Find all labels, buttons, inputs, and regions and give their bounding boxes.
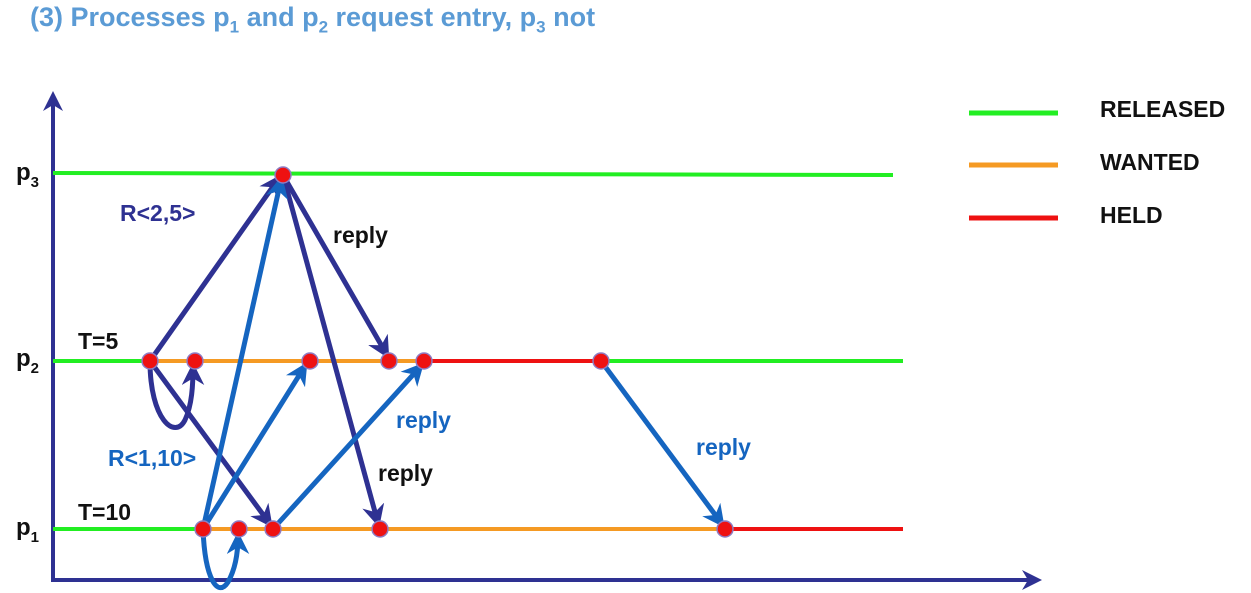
event-dot-p2-enter bbox=[415, 352, 433, 370]
request-label-r110: R<1,10> bbox=[108, 445, 196, 471]
event-dot-p2-self bbox=[186, 352, 204, 370]
reply-label-p3-to-p2: reply bbox=[333, 222, 388, 248]
event-dot-p2-exit bbox=[592, 352, 610, 370]
event-dot-p3-receive bbox=[274, 166, 292, 184]
event-dot-p1-enter bbox=[716, 520, 734, 538]
event-dot-p1-self bbox=[230, 520, 248, 538]
legend-held-label: HELD bbox=[1100, 202, 1163, 228]
legend-released-label: RELEASED bbox=[1100, 96, 1225, 122]
p3-released-segment bbox=[52, 171, 894, 177]
reply-p3-to-p1-arrow bbox=[280, 174, 385, 528]
event-dot-p2-receive-p1 bbox=[301, 352, 319, 370]
event-dot-p2-reply-p3 bbox=[380, 352, 398, 370]
request-label-r25: R<2,5> bbox=[120, 200, 195, 226]
reply-p1-to-p2-arrow bbox=[271, 362, 425, 531]
event-dot-p1-receive-p2 bbox=[264, 520, 282, 538]
event-dots bbox=[141, 166, 734, 538]
p3-label: p3 bbox=[16, 159, 39, 191]
request-p2-self-loop bbox=[147, 360, 205, 430]
reply-label-p1-to-p2: reply bbox=[396, 407, 451, 433]
request-p1-to-p3-arrow bbox=[200, 175, 289, 530]
event-dot-p2-request bbox=[141, 352, 159, 370]
p2-label: p2 bbox=[16, 345, 39, 377]
event-dot-p1-reply-p3 bbox=[371, 520, 389, 538]
reply-p3-to-p2-arrow bbox=[280, 173, 390, 359]
legend: RELEASED WANTED HELD bbox=[969, 96, 1225, 228]
slide-title: (3) Processes p1 and p2 request entry, p… bbox=[30, 2, 596, 37]
p2-timestamp: T=5 bbox=[78, 328, 118, 354]
event-dot-p1-request bbox=[194, 520, 212, 538]
p1-timestamp: T=10 bbox=[78, 499, 131, 525]
request-p1-to-p2-arrow bbox=[200, 362, 308, 531]
request-p2-to-p1-arrow bbox=[147, 359, 273, 528]
request-p2-to-p3-arrow bbox=[147, 174, 282, 363]
reply-label-p3-to-p1: reply bbox=[378, 460, 433, 486]
p1-label: p1 bbox=[16, 514, 39, 546]
reply-p2-to-p1-arrow bbox=[598, 359, 725, 528]
legend-wanted-label: WANTED bbox=[1100, 149, 1200, 175]
request-p1-self-loop bbox=[200, 528, 250, 591]
reply-label-p2-to-p1: reply bbox=[696, 434, 751, 460]
